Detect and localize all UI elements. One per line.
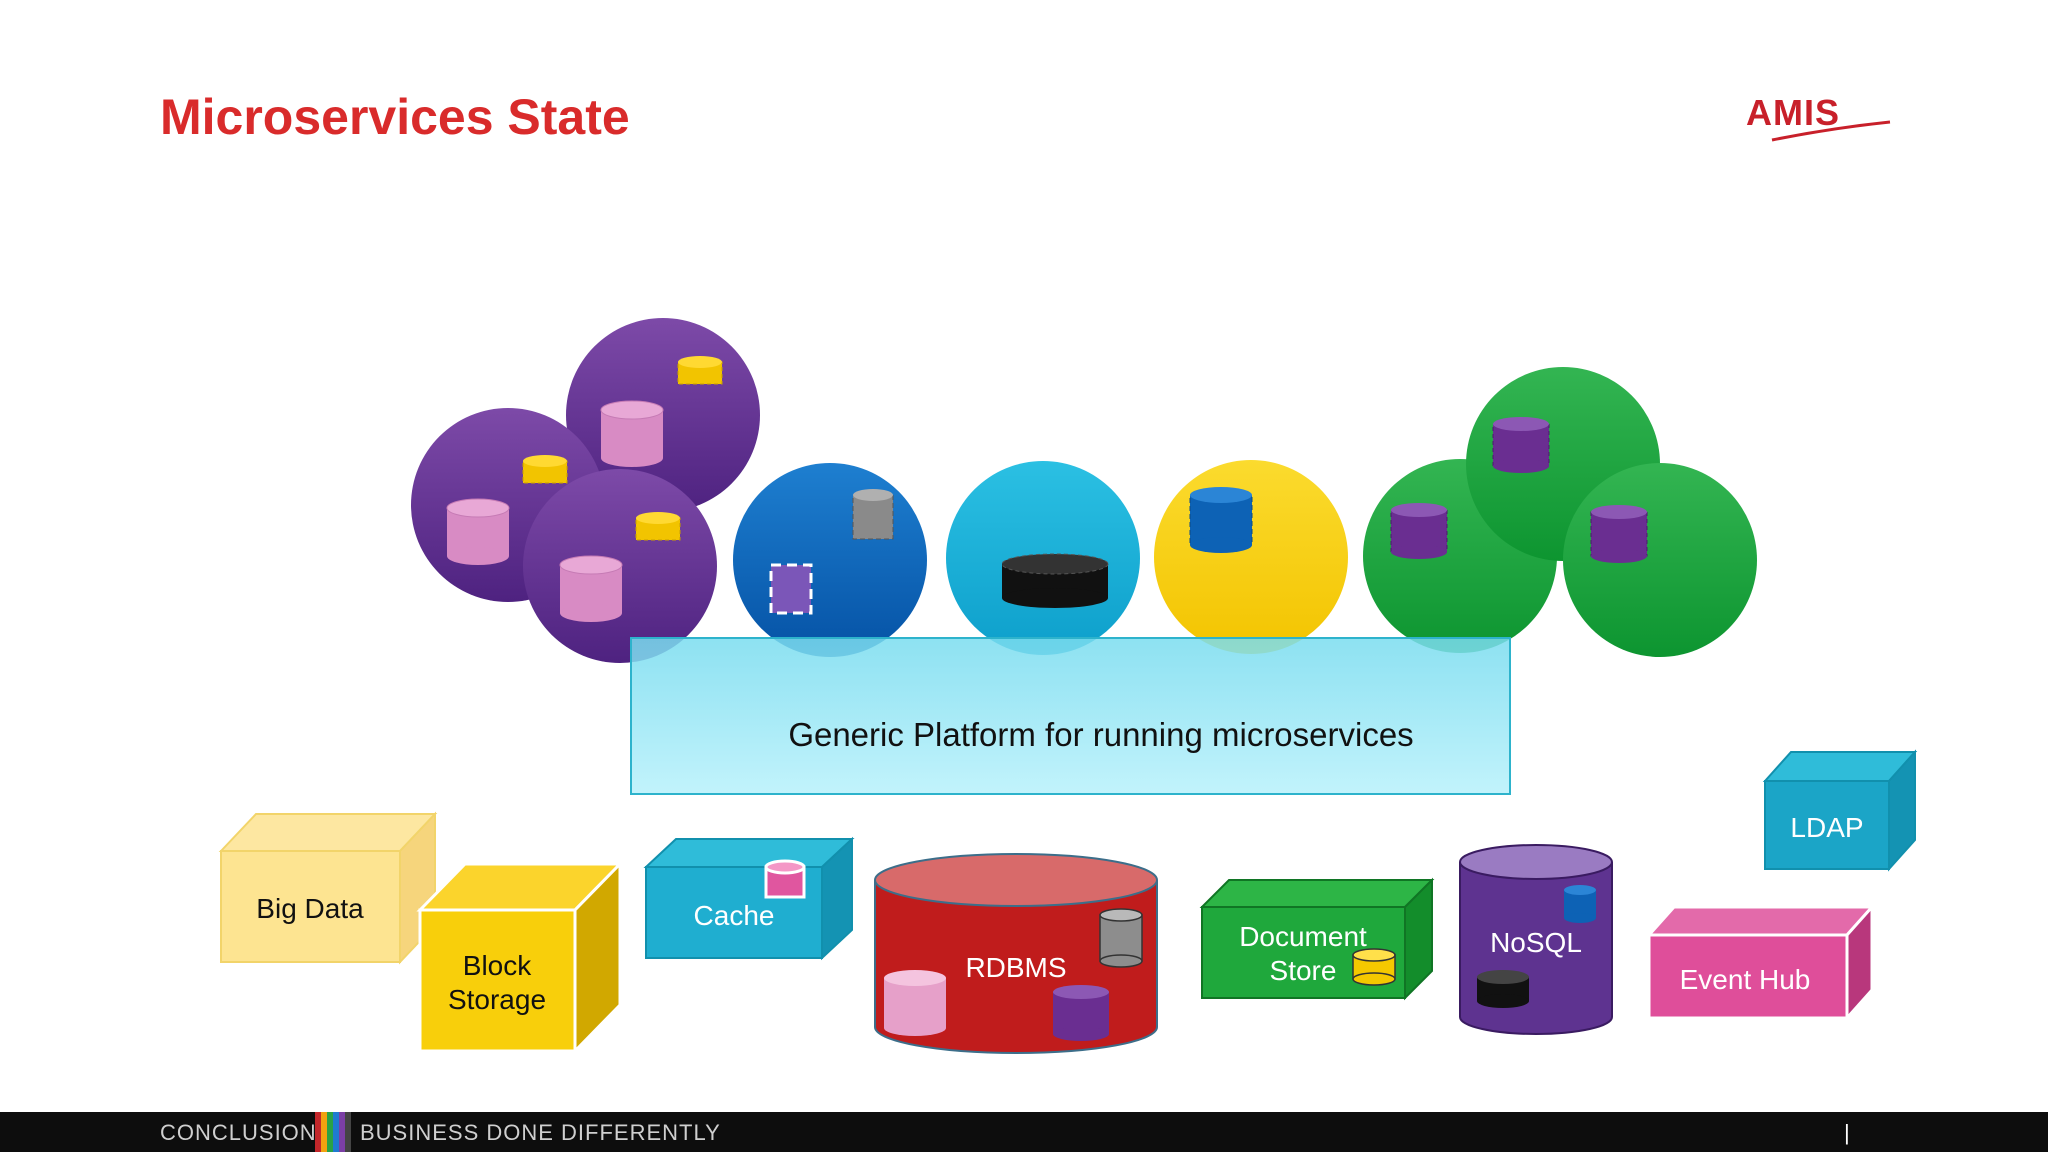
event-hub-label: Event Hub [1680,964,1811,995]
green-service-circle [1563,463,1757,657]
cache-store: Cache [643,836,855,961]
block-storage-label-line2: Storage [448,984,546,1015]
blue-cylinder-icon [1189,487,1253,553]
footer-bar: CONCLUSION BUSINESS DONE DIFFERENTLY | [0,1112,2048,1152]
black-cylinder-icon [1001,553,1109,608]
black-cylinder-icon [1477,970,1529,1008]
yellow-service-circle [1154,460,1348,654]
pink-cylinder-icon [446,498,510,565]
block-storage-label-line1: Block [463,950,532,981]
big-data-label: Big Data [256,893,364,924]
block-storage-store: Block Storage [416,860,624,1055]
gray-cylinder-icon [1099,908,1143,968]
generic-platform: Generic Platform for running microservic… [630,637,1511,795]
blue-microservice [733,463,927,657]
document-store-label-line1: Document [1239,921,1367,952]
logo-text: AMIS [1746,92,1840,133]
footer-page-marker: | [1844,1120,1850,1145]
yellow-cylinder-icon [635,512,681,541]
event-hub-store: Event Hub [1645,903,1876,1022]
purple-cylinder-icon [1053,985,1109,1041]
amis-logo: AMIS [1742,88,1892,148]
purple-cylinder-icon [1590,505,1648,563]
yellow-cylinder-icon [522,455,568,484]
footer-section: CONCLUSION [160,1120,317,1145]
footer-tagline: BUSINESS DONE DIFFERENTLY [360,1120,721,1145]
pink-cylinder-icon [600,400,664,467]
ldap-store: LDAP [1762,749,1918,872]
nosql-label: NoSQL [1490,927,1582,958]
rdbms-store: RDBMS [874,853,1158,1054]
gray-cylinder-icon [852,489,894,540]
purple-microservice-cluster [411,318,760,663]
ldap-label: LDAP [1790,812,1863,843]
document-store: Document Store [1199,877,1435,1001]
rdbms-label: RDBMS [965,952,1066,983]
footer-color-stripes [315,1112,351,1152]
nosql-store: NoSQL [1459,844,1613,1035]
big-data-store: Big Data [218,811,438,965]
yellow-cylinder-icon [677,356,723,385]
green-microservice-cluster [1363,367,1757,657]
platform-label: Generic Platform for running microservic… [788,716,1413,753]
pink-cylinder-icon [764,859,806,899]
yellow-cylinder-icon [1352,948,1396,986]
microservices-diagram: Generic Platform for running microservic… [218,318,1918,1055]
cache-label: Cache [694,900,775,931]
purple-cylinder-icon [1390,503,1448,559]
pink-cylinder-icon [559,555,623,622]
pink-cylinder-icon [884,970,946,1036]
dashed-cylinder-icon [769,563,813,615]
document-store-label-line2: Store [1270,955,1337,986]
logo-swoosh-icon [1771,120,1891,142]
blue-cylinder-icon [1564,885,1596,923]
cyan-microservice [946,461,1140,655]
yellow-microservice [1154,460,1348,654]
purple-cylinder-icon [1492,417,1550,473]
slide-title: Microservices State [160,89,630,145]
blue-service-circle [733,463,927,657]
